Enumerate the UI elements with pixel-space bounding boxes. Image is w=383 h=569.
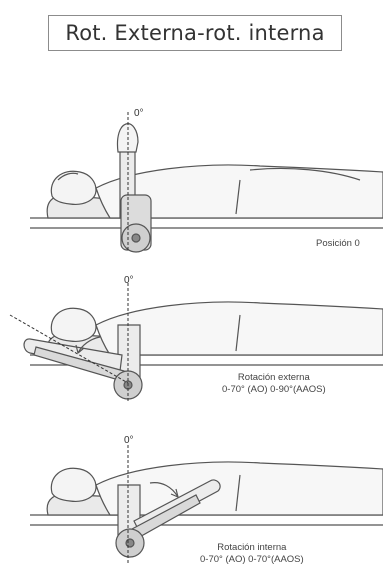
zero-degree-label: 0° xyxy=(124,435,134,446)
caption-external-rotation: Rotación externa 0-70° (AO) 0-90°(AAOS) xyxy=(222,372,326,396)
caption-position-zero: Posición 0 xyxy=(316,238,360,250)
page-title: Rot. Externa-rot. interna xyxy=(65,21,324,45)
caption-line-1: Rotación interna xyxy=(200,542,304,554)
caption-internal-rotation: Rotación interna 0-70° (AO) 0-70°(AAOS) xyxy=(200,542,304,566)
zero-degree-label: 0° xyxy=(124,275,134,286)
illustration-internal-rotation xyxy=(0,425,383,569)
caption-line-2: 0-70° (AO) 0-70°(AAOS) xyxy=(200,554,304,566)
caption-line-1: Rotación externa xyxy=(222,372,326,384)
panel-internal-rotation: 0° Rotación interna 0-70° (AO) 0-70°(AAO… xyxy=(0,425,383,569)
panel-position-zero: 0° Posición 0 xyxy=(0,100,383,270)
zero-degree-label: 0° xyxy=(134,108,144,119)
title-box: Rot. Externa-rot. interna xyxy=(48,15,342,51)
panel-external-rotation: 0° Rotación externa 0-70° (AO) 0-90°(AAO… xyxy=(0,275,383,415)
caption-line-2: 0-70° (AO) 0-90°(AAOS) xyxy=(222,384,326,396)
